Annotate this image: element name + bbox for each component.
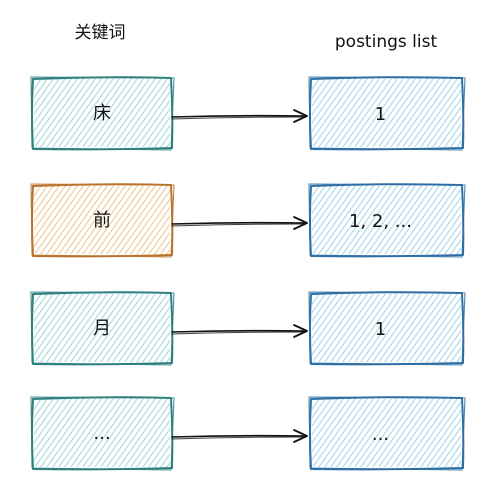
pointer-arrow-line: [171, 434, 307, 438]
keyword-label: ...: [93, 423, 110, 444]
keyword-box-outline-sketch: [30, 183, 175, 258]
keyword-box-hatch: [34, 399, 170, 467]
pointer-arrow: [171, 109, 308, 123]
postings-label: 1: [375, 104, 386, 125]
postings-box-outline-sketch: [308, 396, 466, 471]
pointer-arrow-line-sketch: [171, 223, 306, 227]
pointer-arrow-line-sketch: [171, 436, 306, 440]
keyword-column-header: 关键词: [75, 23, 126, 43]
pointer-arrow: [171, 216, 308, 230]
postings-box: 1: [308, 291, 466, 366]
keyword-box-outline-sketch: [30, 76, 175, 151]
pointer-arrow-head: [293, 216, 308, 230]
pointer-arrow: [171, 324, 308, 338]
postings-box: 1, 2, ...: [308, 183, 466, 258]
pointer-arrow-line-sketch: [171, 331, 306, 335]
pointer-arrow-line-sketch: [171, 116, 306, 120]
postings-box: 1: [308, 76, 466, 151]
postings-box: ...: [308, 396, 466, 471]
postings-box-outline: [309, 291, 465, 366]
postings-box-hatch: [312, 399, 461, 467]
postings-label: ...: [372, 424, 389, 445]
postings-label: 1: [375, 319, 386, 340]
postings-box-outline-sketch: [308, 76, 466, 151]
keyword-label: 月: [93, 318, 111, 339]
index-row: ......: [30, 396, 466, 471]
keyword-box-hatch: [34, 186, 170, 254]
keyword-box: 月: [30, 291, 175, 366]
keyword-box-outline-sketch: [30, 396, 175, 471]
postings-label: 1, 2, ...: [349, 211, 412, 232]
postings-box-hatch: [312, 186, 461, 254]
postings-box-outline-sketch: [308, 183, 466, 258]
keyword-box-hatch: [34, 79, 170, 147]
postings-box-hatch: [312, 294, 461, 362]
pointer-arrow: [171, 429, 308, 443]
pointer-arrow-head: [293, 109, 308, 123]
pointer-arrow-line: [171, 329, 307, 333]
index-row: 前 1, 2, ...: [30, 183, 466, 258]
keyword-box-outline-sketch: [30, 291, 175, 366]
keyword-box-hatch: [34, 294, 170, 362]
postings-box-hatch: [312, 79, 461, 147]
postings-box-outline-sketch: [308, 291, 466, 366]
keyword-box: ...: [30, 396, 175, 471]
pointer-arrow-line: [171, 114, 307, 118]
pointer-arrow-head: [293, 324, 308, 338]
keyword-label: 前: [93, 210, 111, 231]
keyword-box: 床: [30, 76, 175, 151]
keyword-box: 前: [30, 183, 175, 258]
pointer-arrow-head: [293, 429, 308, 443]
postings-column-header: postings list: [335, 32, 438, 52]
postings-box-outline: [309, 76, 465, 151]
keyword-label: 床: [93, 103, 111, 124]
pointer-arrow-line: [171, 221, 307, 225]
